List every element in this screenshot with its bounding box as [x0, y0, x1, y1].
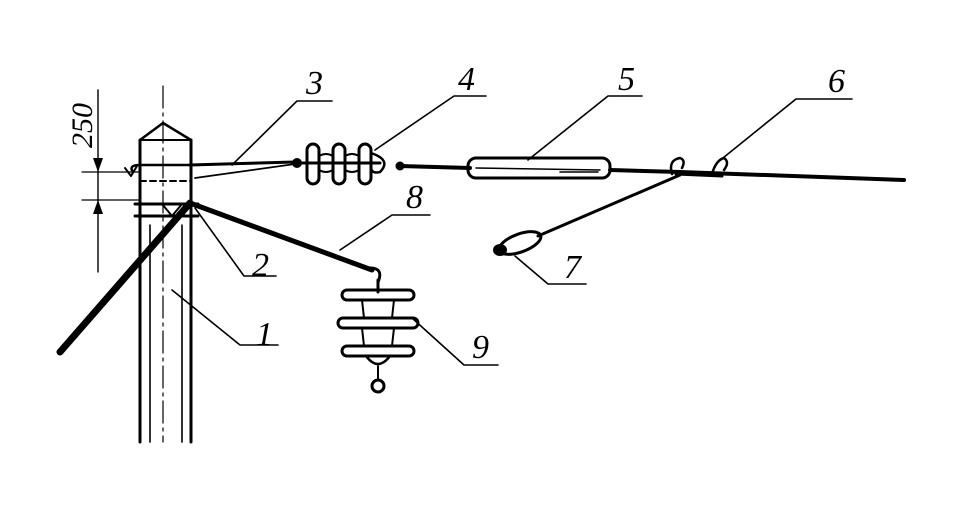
wire-3: [188, 158, 302, 179]
ground-wire-7: [493, 173, 682, 256]
label-8: 8: [406, 179, 423, 216]
label-6: 6: [828, 63, 845, 100]
pole: [138, 85, 193, 444]
label-7: 7: [564, 249, 583, 286]
label-2: 2: [252, 247, 269, 284]
dimension-text: 250: [66, 103, 99, 148]
tensioner-5: [466, 156, 612, 180]
label-9: 9: [472, 329, 489, 366]
wire-to-tensioner: [398, 164, 472, 170]
label-1: 1: [256, 316, 273, 353]
label-4: 4: [458, 61, 475, 98]
labels: 1 2 3 4 5 6 7 8 9: [252, 61, 845, 366]
dimension-250: 250: [66, 89, 141, 273]
brace: [56, 199, 194, 356]
leader-lines: [171, 95, 853, 366]
main-wire: [608, 168, 906, 182]
label-3: 3: [305, 65, 323, 102]
pole-clamp-upper: [124, 163, 193, 182]
label-5: 5: [618, 61, 635, 98]
suspension-insulator-9: [336, 278, 420, 394]
insulator-string-4: [295, 142, 405, 186]
